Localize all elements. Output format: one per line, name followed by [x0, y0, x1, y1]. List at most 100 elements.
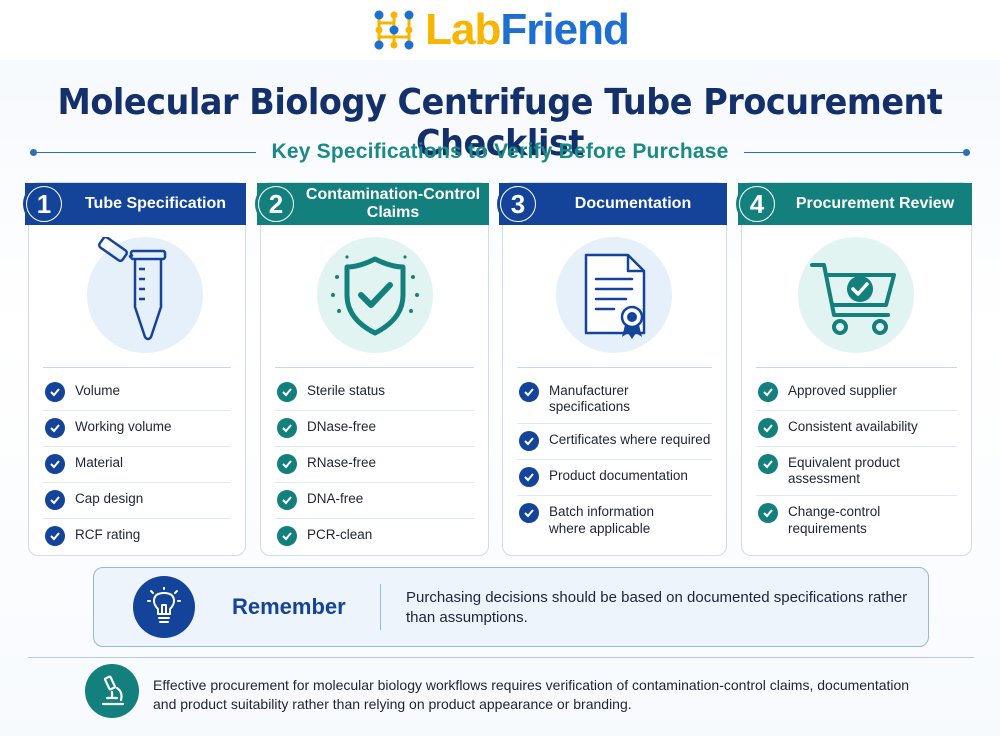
checklist-item: RNase-free — [275, 447, 474, 483]
card-header: 3 Documentation — [497, 183, 727, 225]
check-icon — [519, 431, 539, 452]
footer-text: Effective procurement for molecular biol… — [153, 677, 910, 712]
check-icon — [45, 526, 65, 546]
certificate-document-icon — [584, 253, 646, 339]
checklist-item-label: Working volume — [75, 419, 172, 434]
checklist-item: DNA-free — [275, 483, 474, 519]
step-number-badge: 4 — [736, 183, 778, 225]
checklist-item: Volume — [43, 375, 231, 411]
checklist-item-label: Product documentation — [549, 468, 688, 484]
check-icon — [277, 490, 297, 510]
checklist-item: Manufacturer specifications — [517, 375, 712, 425]
checklist-item: Material — [43, 447, 231, 483]
check-icon — [277, 526, 297, 546]
card-title: Procurement Review — [795, 195, 955, 213]
page-subtitle: Key Specifications to Verify Before Purc… — [271, 140, 729, 163]
card-title: Documentation — [574, 195, 692, 213]
shield-check-icon — [331, 255, 419, 336]
step-number: 2 — [259, 187, 293, 221]
card-title: Contamination-Control Claims — [305, 186, 481, 221]
checklist-item-label: Consistent availability — [788, 419, 918, 434]
check-icon — [277, 418, 297, 438]
card-title: Tube Specification — [84, 195, 227, 213]
checklist-item: Change-control requirements — [756, 496, 957, 544]
step-number: 3 — [501, 187, 535, 221]
footer-divider — [28, 657, 974, 658]
checklist-item-label: Manufacturer specifications — [549, 383, 631, 415]
checklist-item-label: Material — [75, 455, 124, 470]
icon-circle — [87, 237, 203, 353]
checklist-item-label: Equivalent product assessment — [788, 455, 900, 487]
checklist: Manufacturer specifications Certificates… — [517, 375, 712, 545]
icon-circle — [556, 237, 672, 353]
checklist-item: Approved supplier — [756, 375, 957, 411]
check-icon — [277, 382, 297, 402]
card-contamination-control: 2 Contamination-Control Claims Sterile s… — [255, 182, 489, 556]
step-number: 1 — [27, 187, 61, 221]
subtitle-row: Key Specifications to Verify Before Purc… — [30, 138, 970, 166]
check-icon — [45, 490, 65, 510]
check-icon — [758, 454, 778, 474]
checklist-item: Sterile status — [275, 375, 474, 411]
checklist-item: Cap design — [43, 483, 231, 519]
checklist: Approved supplier Consistent availabilit… — [756, 375, 957, 545]
logo-friend: Friend — [500, 5, 629, 54]
checklist-item-label: Batch information where applicable — [549, 504, 655, 536]
icon-circle — [798, 237, 914, 353]
card-divider — [43, 367, 231, 368]
logo-wordmark: LabFriend — [425, 5, 630, 54]
checklist-item-label: Cap design — [75, 491, 144, 506]
checklist-item-label: Approved supplier — [788, 383, 897, 398]
card-header: 4 Procurement Review — [736, 183, 972, 225]
checklist-item-label: Certificates where required — [549, 432, 711, 448]
step-number-badge: 1 — [23, 183, 65, 225]
step-number-badge: 3 — [497, 183, 539, 225]
checklist-item-label: RNase-free — [307, 455, 377, 470]
check-icon — [45, 382, 65, 402]
card-divider — [756, 367, 957, 368]
checklist-item: Certificates where required — [517, 424, 712, 461]
checklist-item: Consistent availability — [756, 411, 957, 447]
card-header: 1 Tube Specification — [23, 183, 246, 225]
check-icon — [758, 418, 778, 438]
subtitle-divider-right — [744, 148, 970, 156]
checklist-item: Equivalent product assessment — [756, 447, 957, 497]
checklist-item: Product documentation — [517, 460, 712, 497]
checklist-item: PCR-clean — [275, 519, 474, 554]
card-divider — [517, 367, 712, 368]
remember-text: Purchasing decisions should be based on … — [406, 589, 908, 627]
remember-separator — [380, 584, 381, 630]
icon-circle — [317, 237, 433, 353]
checklist-item-label: RCF rating — [75, 527, 141, 542]
logo-lab: Lab — [425, 5, 501, 54]
remember-label: Remember — [232, 594, 346, 619]
card-tube-specification: 1 Tube Specification Volume Working volu… — [23, 182, 246, 556]
checklist-item-label: Volume — [75, 383, 121, 398]
labfriend-logo: LabFriend — [0, 4, 1000, 56]
checklist-item-label: Change-control requirements — [788, 504, 881, 536]
checklist-item-label: DNase-free — [307, 419, 377, 434]
step-number: 4 — [740, 187, 774, 221]
molecule-logo-icon — [374, 10, 414, 50]
checklist: Sterile status DNase-free RNase-free DNA… — [275, 375, 474, 554]
check-icon — [519, 503, 539, 524]
check-icon — [758, 503, 778, 524]
microscope-icon — [85, 664, 139, 718]
check-icon — [758, 382, 778, 402]
checklist-item: RCF rating — [43, 519, 231, 554]
check-icon — [45, 454, 65, 474]
lightbulb-icon — [133, 576, 195, 638]
checklist-item-label: DNA-free — [307, 491, 364, 506]
step-number-badge: 2 — [255, 183, 297, 225]
page-title: Molecular Biology Centrifuge Tube Procur… — [57, 82, 943, 164]
checklist-item: Batch information where applicable — [517, 496, 712, 544]
shopping-cart-check-icon — [810, 263, 896, 335]
checklist-item-label: Sterile status — [307, 383, 386, 398]
card-procurement-review: 4 Procurement Review Approved supplier C… — [736, 182, 972, 556]
centrifuge-tube-icon — [98, 237, 167, 341]
check-icon — [519, 467, 539, 488]
subtitle-divider-left — [30, 148, 256, 156]
card-documentation: 3 Documentation Manufacturer specificati… — [497, 182, 727, 556]
checklist: Volume Working volume Material Cap desig… — [43, 375, 231, 554]
check-icon — [277, 454, 297, 474]
